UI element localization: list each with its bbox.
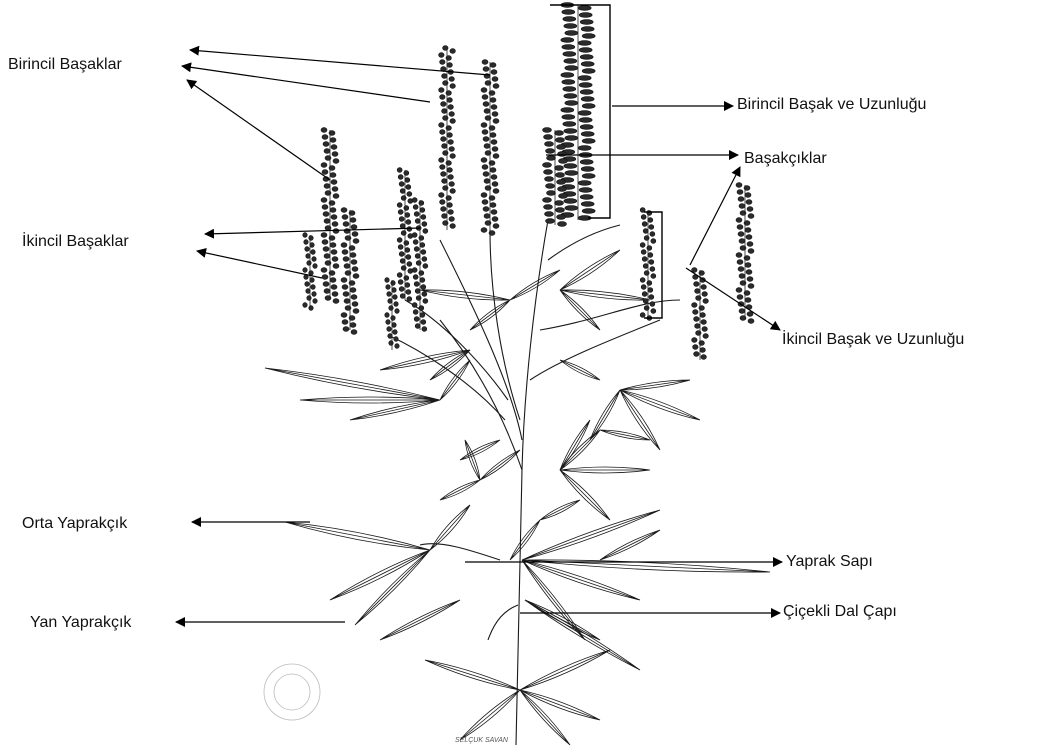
label-secondary-spikes: İkincil Başaklar (22, 233, 129, 251)
main-spike-side (543, 128, 568, 227)
leaflet-9 (460, 690, 520, 740)
arrow-6 (197, 251, 322, 278)
leaflet-16 (465, 440, 480, 480)
leaflet-12 (520, 690, 570, 745)
label-flowering-branch-diameter: Çiçekli Dal Çapı (783, 603, 897, 621)
spike-e (397, 168, 413, 302)
stem-6 (440, 240, 522, 440)
stem-4 (548, 225, 620, 260)
spike-f (412, 198, 428, 332)
leaflet-25 (620, 390, 700, 420)
spike-g (385, 278, 400, 350)
arrow-2 (187, 80, 330, 180)
stem-8 (540, 300, 680, 330)
arrow-5 (205, 228, 420, 234)
leaflet-17 (480, 450, 520, 480)
leaflet-3 (430, 505, 470, 550)
label-petiole: Yaprak Sapı (786, 553, 873, 571)
leaflet-32 (560, 250, 620, 290)
leaflet-8 (425, 660, 520, 690)
label-secondary-spike-length: İkincil Başak ve Uzunluğu (782, 331, 964, 349)
leaflet-18 (560, 467, 650, 473)
label-primary-spike-length: Birincil Başak ve Uzunluğu (737, 96, 926, 114)
stamp-circle (264, 664, 320, 720)
stem-3 (530, 320, 660, 380)
leaflet-21 (300, 397, 440, 403)
label-middle-leaflet: Orta Yaprakçık (22, 515, 127, 533)
leaflet-1 (330, 550, 430, 600)
arrow-1 (182, 66, 430, 102)
leaflet-10 (520, 650, 610, 690)
stamp-inner (274, 674, 310, 710)
spike-a (481, 60, 499, 236)
leaflet-42 (560, 360, 600, 380)
arrow-7 (690, 167, 740, 265)
label-primary-spikes: Birincil Başaklar (8, 56, 122, 74)
leaflet-11 (520, 690, 600, 720)
flower-spikes (303, 3, 754, 360)
spike-d (341, 208, 359, 335)
spike-b (439, 46, 456, 230)
artist-signature: SELÇUK SAVAN (455, 737, 509, 744)
spike-h (303, 233, 318, 311)
leaflet-2 (355, 550, 430, 625)
leaflet-43 (380, 600, 460, 640)
label-side-leaflet: Yan Yaprakçık (30, 614, 131, 632)
stem-5 (490, 230, 520, 420)
vitex-plant-drawing (265, 220, 770, 745)
leaflet-19 (560, 470, 610, 520)
leaflet-44 (600, 530, 660, 560)
leaflet-5 (522, 560, 640, 600)
annotation-arrows (176, 50, 782, 622)
stem-0 (516, 220, 548, 745)
leaflet-30 (510, 270, 560, 300)
label-spikelets: Başakçıklar (744, 150, 827, 168)
spike-c (321, 128, 339, 304)
leaflet-38 (600, 430, 650, 440)
stem-10 (488, 605, 518, 640)
leaflet-0 (285, 522, 430, 550)
leaflet-26 (620, 380, 690, 390)
leaflet-34 (560, 290, 600, 330)
leaflet-33 (560, 290, 650, 300)
leaflet-22 (265, 368, 440, 400)
leaflet-28 (590, 390, 620, 440)
leaflet-15 (440, 480, 480, 500)
secondary-spike (640, 208, 656, 321)
leaflet-27 (620, 390, 660, 450)
leaflet-40 (540, 500, 580, 520)
